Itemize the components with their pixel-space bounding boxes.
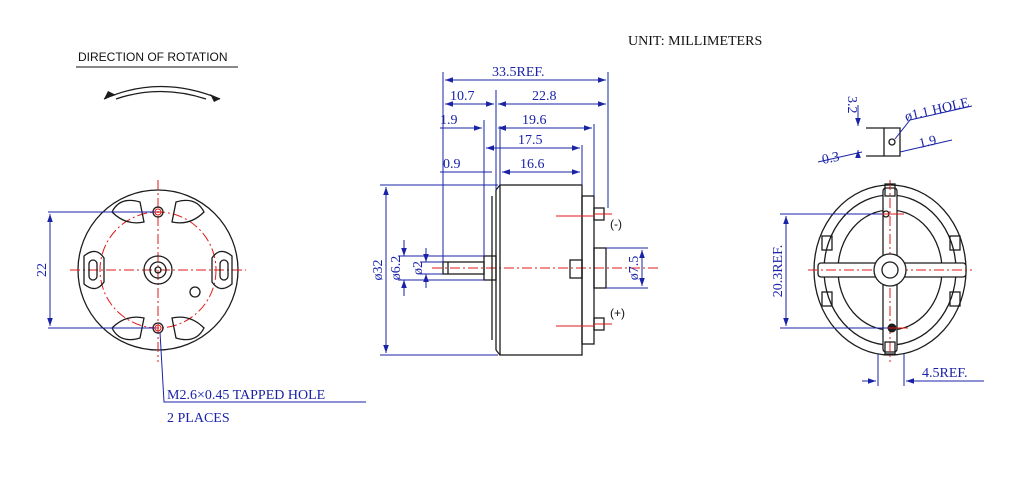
- side-dim-22-8: 22.8: [532, 89, 557, 104]
- side-dim-17-5: 17.5: [518, 133, 543, 148]
- front-vent-small: [189, 286, 201, 298]
- rear-terminal-detail: 3.2 ø1.1 HOLE 0.3 1.9: [817, 96, 973, 168]
- side-end-cap: [581, 195, 595, 345]
- rear-dim-4-5: 4.5REF.: [922, 366, 968, 381]
- rear-dim-3-2: 3.2: [844, 96, 859, 114]
- front-shaft: [154, 266, 162, 274]
- front-note-leader: [159, 331, 366, 403]
- side-rear-boss: [593, 247, 607, 289]
- rear-view: 20.3REF. 4.5REF. 3.2 ø1.1 HOLE 0.3 1.9: [771, 96, 984, 386]
- front-view: 22 M2.6×0.45 TAPPED HOLE 2 PLACES: [35, 180, 366, 426]
- side-dim-19-6: 19.6: [522, 113, 547, 128]
- rear-tab-bottom: [884, 341, 896, 355]
- side-dim-dia-2: ø2: [411, 261, 426, 275]
- rotation-arc-inner: [115, 90, 207, 100]
- unit-label: UNIT: MILLIMETERS: [628, 34, 762, 49]
- side-dim-dia-7-5: ø7.5: [627, 256, 642, 281]
- front-slot-right: [219, 259, 229, 281]
- front-hub-outer: [143, 255, 173, 285]
- side-shaft: [442, 261, 485, 275]
- rotation-arc-outer: [103, 85, 221, 100]
- front-hub-inner: [149, 261, 167, 279]
- rear-dim-hole: ø1.1 HOLE: [904, 96, 971, 125]
- front-slot-left: [88, 259, 98, 281]
- rear-dim-20-3: 20.3REF.: [771, 245, 786, 298]
- front-note-line1: M2.6×0.45 TAPPED HOLE: [167, 388, 325, 403]
- side-dim-33-5: 33.5REF.: [492, 65, 545, 80]
- rear-dim-0-3: 0.3: [821, 150, 841, 168]
- side-dim-1-9: 1.9: [440, 113, 458, 128]
- front-dim-22: 22: [35, 263, 50, 277]
- rotation-arrow-icon: [104, 91, 116, 99]
- side-dim-dia-32: ø32: [371, 260, 386, 281]
- rear-hub-inner: [881, 261, 899, 279]
- rear-tab-top: [884, 183, 896, 197]
- rotation-label: DIRECTION OF ROTATION: [78, 50, 228, 64]
- rear-hub-outer: [873, 253, 907, 287]
- rotation-arrow-icon-right: [210, 94, 220, 102]
- rotation-indicator: DIRECTION OF ROTATION: [76, 50, 238, 102]
- front-note-line2: 2 PLACES: [167, 411, 230, 426]
- rear-dim-1-9: 1.9: [918, 133, 938, 152]
- side-view: (-) (+) 33.5REF. 10.7 22.8 1.9 19.6 17.5: [371, 65, 660, 356]
- side-terminal-mark-top: (-): [610, 217, 622, 231]
- side-dim-dia-6-2: ø6.2: [389, 256, 404, 281]
- side-dim-16-6: 16.6: [520, 157, 545, 172]
- side-dim-0-9: 0.9: [443, 157, 461, 172]
- side-dim-10-7: 10.7: [450, 89, 475, 104]
- side-terminal-mark-bottom: (+): [610, 306, 625, 320]
- front-vent-holes: [83, 199, 233, 341]
